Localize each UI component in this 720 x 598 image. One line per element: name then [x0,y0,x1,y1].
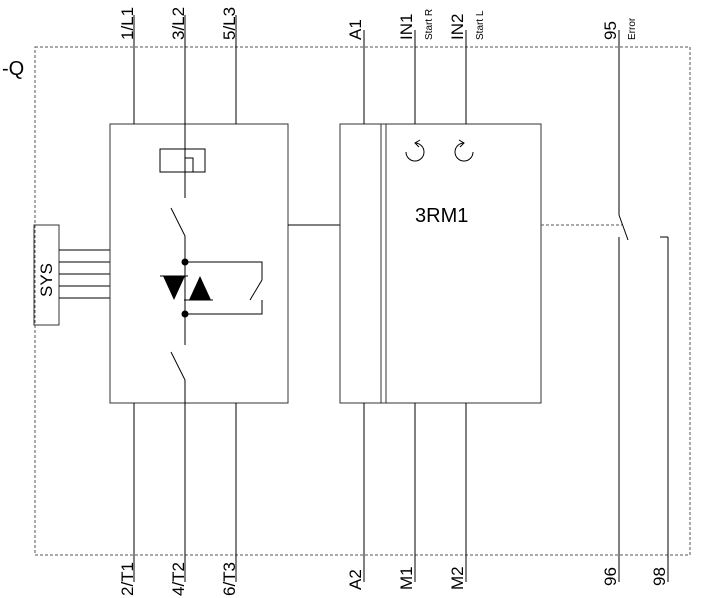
terminal-in2: IN2 [448,14,467,40]
relay-coil-icon [159,148,206,173]
terminal-a2: A2 [346,569,365,590]
terminal-95-note: Error [627,17,638,40]
terminal-m1: M1 [397,566,416,590]
control-module: 3RM1 [339,123,542,404]
module-label: 3RM1 [415,205,468,227]
device-reference: -Q [2,58,24,80]
terminal-6-t3: 6/T3 [220,562,239,596]
terminal-96: 96 [601,567,620,586]
power-wires [133,15,237,582]
control-wires [363,30,467,582]
terminal-in1: IN1 [397,14,416,40]
rotate-counterclockwise-icon [454,139,474,162]
terminal-3-l2: 3/L2 [169,7,188,40]
power-block [109,123,289,404]
terminal-2-t1: 2/T1 [118,562,137,596]
error-contact [541,30,669,582]
terminal-95: 95 [601,21,620,40]
terminal-in1-note: Start R [424,9,435,40]
sys-connector: SYS [33,224,110,326]
terminal-5-l3: 5/L3 [220,7,239,40]
terminal-98: 98 [650,567,669,586]
sys-label: SYS [37,263,56,297]
terminal-1-l1: 1/L1 [118,7,137,40]
thyristor-icon [160,258,263,318]
terminal-m2: M2 [448,566,467,590]
terminal-a1: A1 [346,19,365,40]
terminal-4-t2: 4/T2 [169,562,188,596]
rotate-clockwise-icon [405,139,425,162]
terminal-in2-note: Start L [475,10,486,40]
device-boundary [34,46,691,556]
